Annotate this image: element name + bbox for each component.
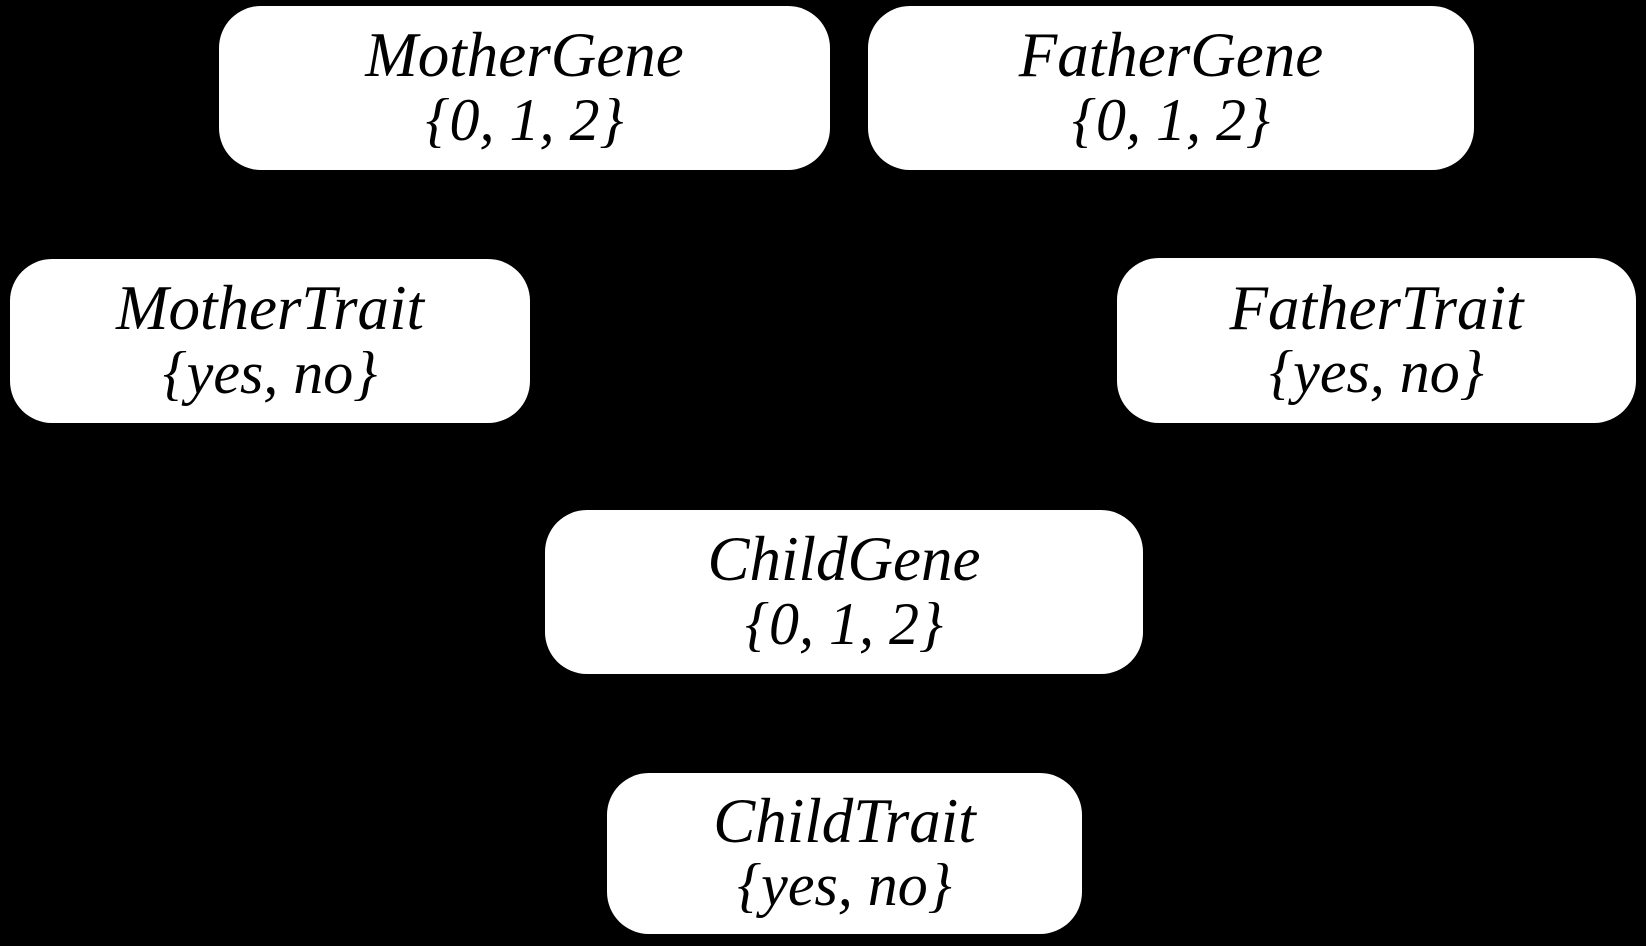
node-child-trait-values: {yes, no} — [737, 852, 952, 919]
node-mother-trait: MotherTrait {yes, no} — [10, 259, 530, 423]
node-child-gene-values: {0, 1, 2} — [745, 590, 943, 657]
node-father-gene-values: {0, 1, 2} — [1072, 86, 1270, 153]
node-mother-gene-values: {0, 1, 2} — [425, 86, 624, 153]
node-father-trait-values: {yes, no} — [1269, 339, 1484, 406]
node-mother-trait-values: {yes, no} — [162, 339, 378, 406]
node-father-gene: FatherGene {0, 1, 2} — [868, 6, 1474, 170]
node-child-gene: ChildGene {0, 1, 2} — [545, 510, 1143, 674]
node-child-trait: ChildTrait {yes, no} — [607, 773, 1082, 934]
node-child-trait-label: ChildTrait — [713, 785, 976, 856]
node-mother-gene: MotherGene {0, 1, 2} — [219, 6, 830, 170]
node-child-gene-label: ChildGene — [707, 524, 981, 595]
node-father-gene-label: FatherGene — [1018, 20, 1324, 91]
node-father-trait: FatherTrait {yes, no} — [1117, 258, 1636, 423]
node-mother-gene-label: MotherGene — [365, 20, 684, 91]
node-mother-trait-label: MotherTrait — [115, 273, 425, 344]
node-father-trait-label: FatherTrait — [1229, 272, 1524, 343]
